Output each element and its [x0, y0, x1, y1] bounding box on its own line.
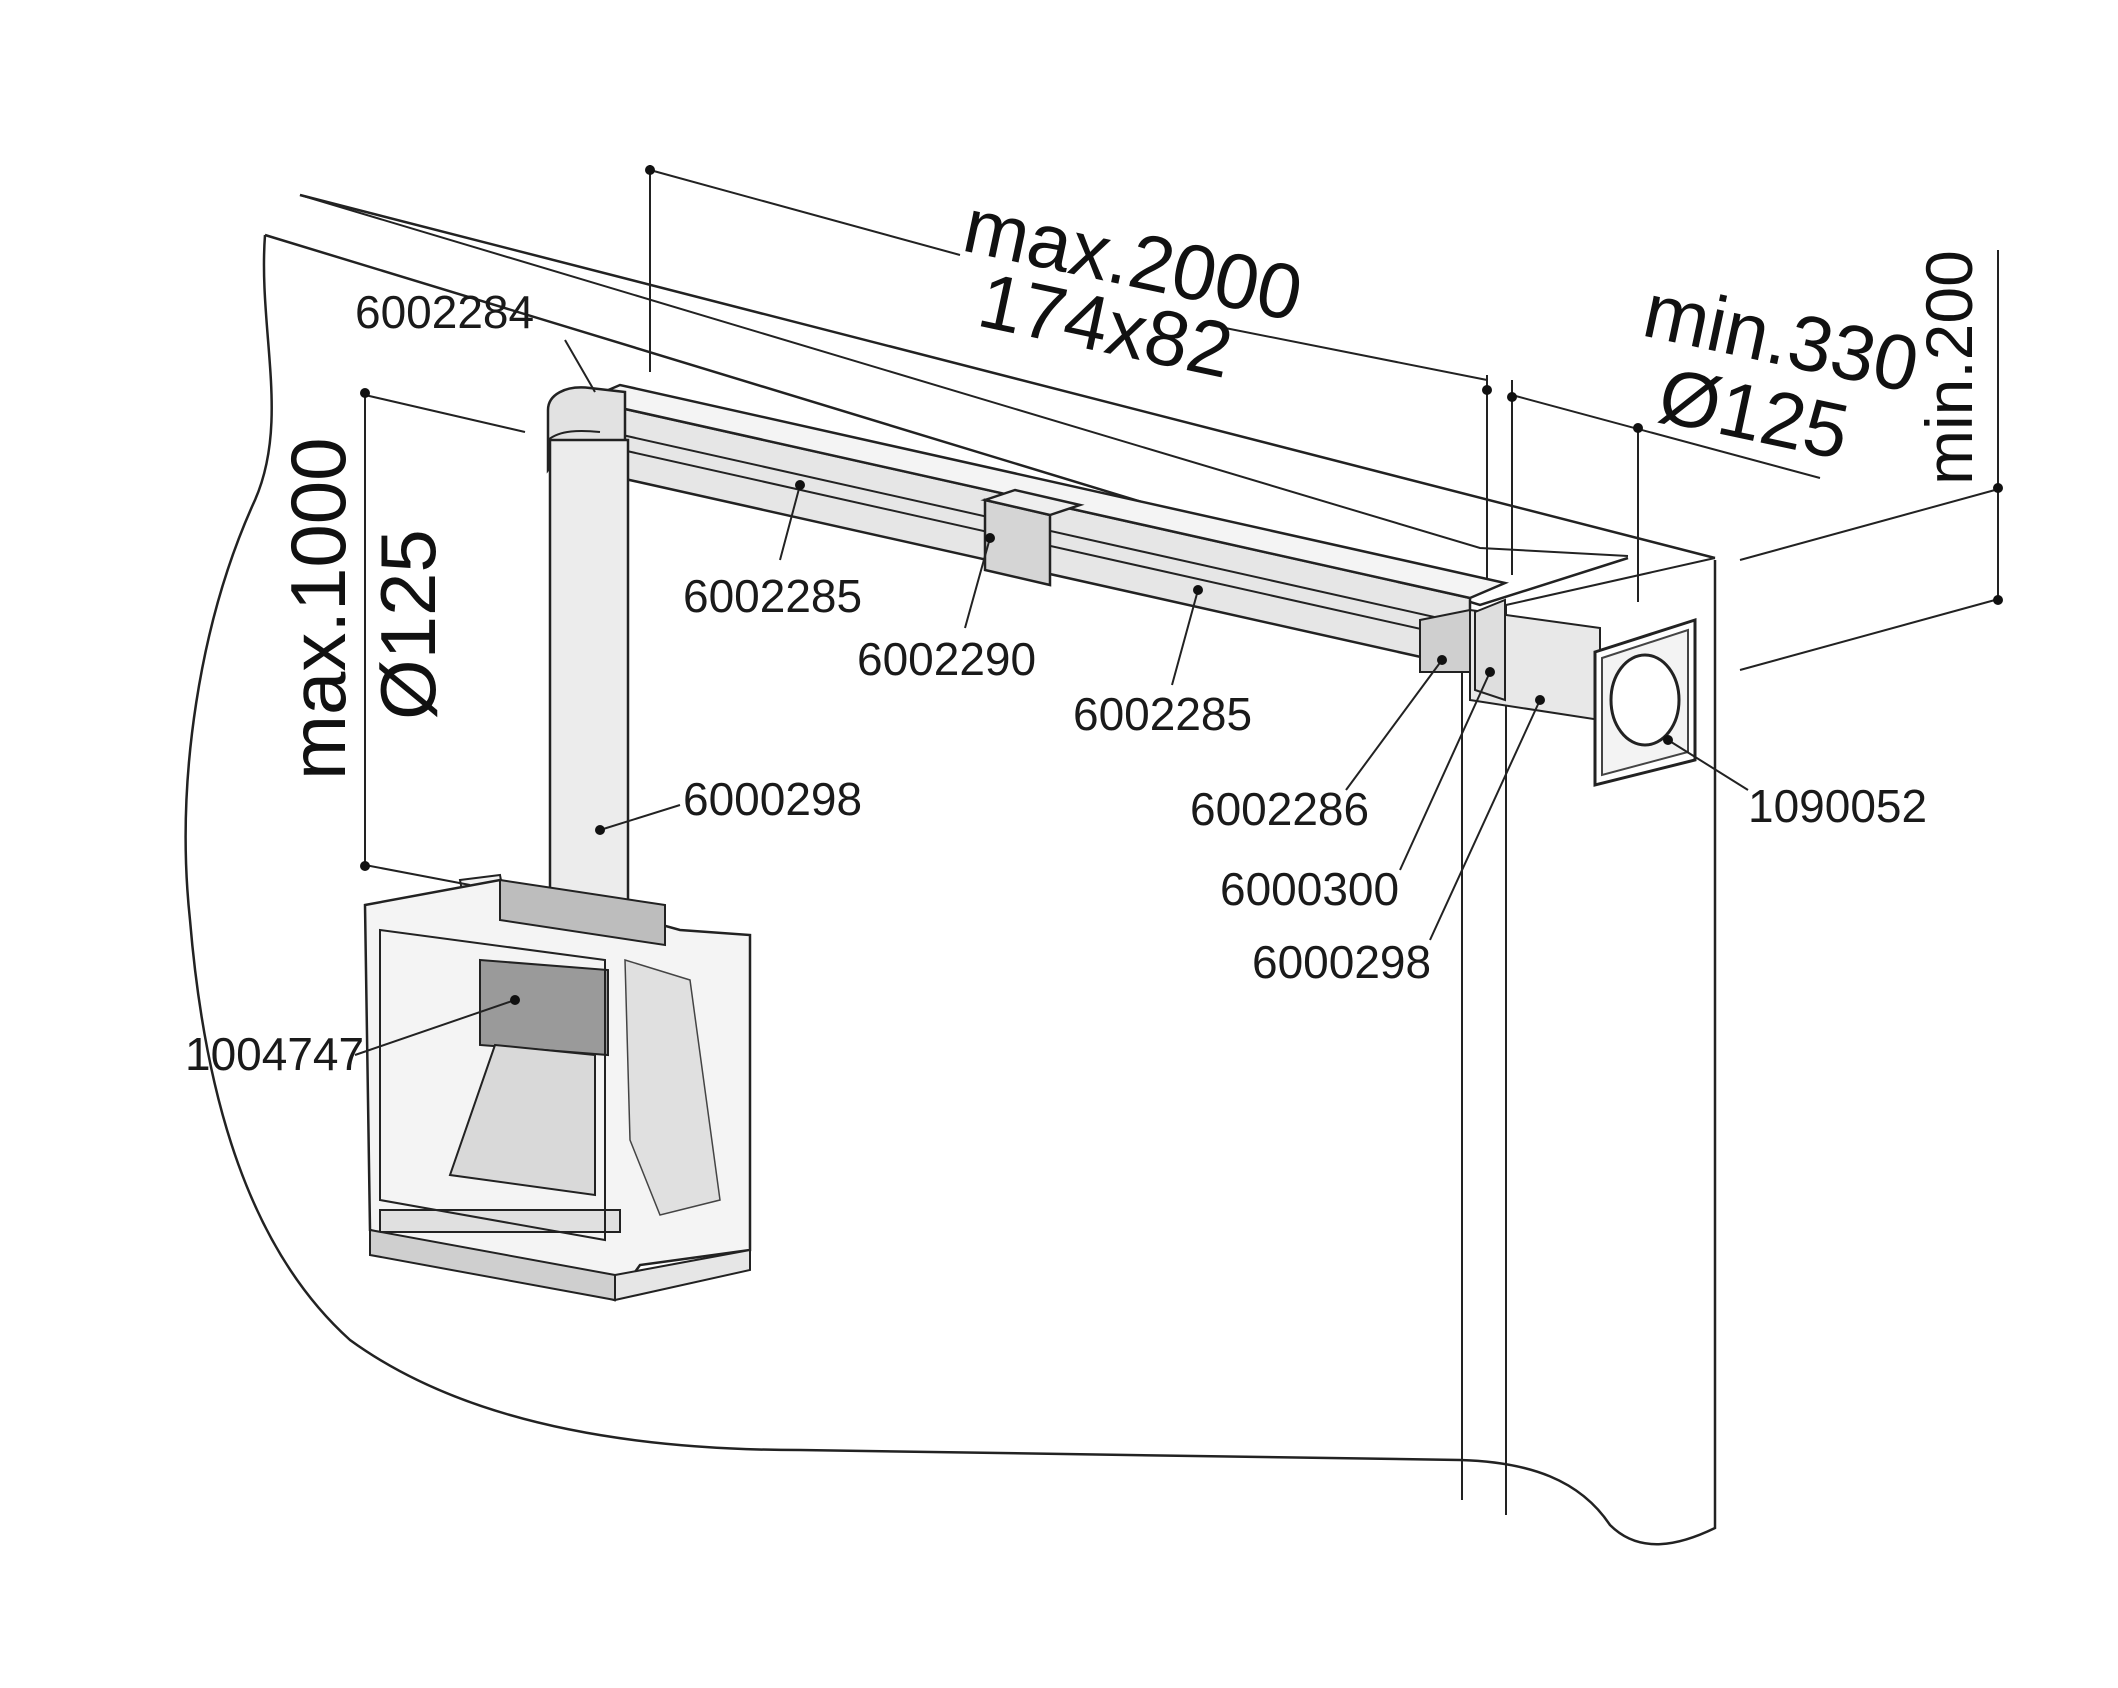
- label-wall-outlet: 1090052: [1748, 780, 1927, 832]
- label-adapter: 6002286: [1190, 783, 1369, 835]
- wall-pipe: [1469, 598, 1601, 722]
- wall-corner-top: [1505, 557, 1716, 606]
- ceiling-edge: [264, 233, 1629, 607]
- dimension-lines: [360, 165, 2003, 886]
- label-duct-left: 6002285: [683, 570, 862, 622]
- vertical-pipe: [548, 438, 630, 919]
- label-duct-right: 6002285: [1073, 688, 1252, 740]
- label-round-pipe-right: 6000298: [1252, 936, 1431, 988]
- wall-right-line-1: [1739, 489, 1996, 561]
- label-round-fitting: 6000300: [1220, 863, 1399, 915]
- fireplace: [363, 873, 752, 1302]
- dimension-vertical-length: max.1000: [274, 437, 362, 780]
- dimension-ceiling-gap: min.200: [1912, 250, 1986, 485]
- leader-lines: [354, 339, 1749, 1056]
- label-vertical-pipe: 6000298: [683, 773, 862, 825]
- label-elbow-top: 6002284: [355, 286, 534, 338]
- wall-outline: [184, 234, 1717, 1546]
- ceiling-back-line: [299, 194, 1629, 557]
- wall-top-edge: [299, 193, 1716, 560]
- dimension-vertical-diameter: Ø125: [364, 529, 452, 720]
- label-fireplace: 1004747: [185, 1028, 364, 1080]
- wall-right-line-2: [1739, 599, 1996, 671]
- horizontal-duct: [580, 383, 1510, 673]
- wall-outlet: [1593, 617, 1697, 787]
- label-duct-connector: 6002290: [857, 633, 1036, 685]
